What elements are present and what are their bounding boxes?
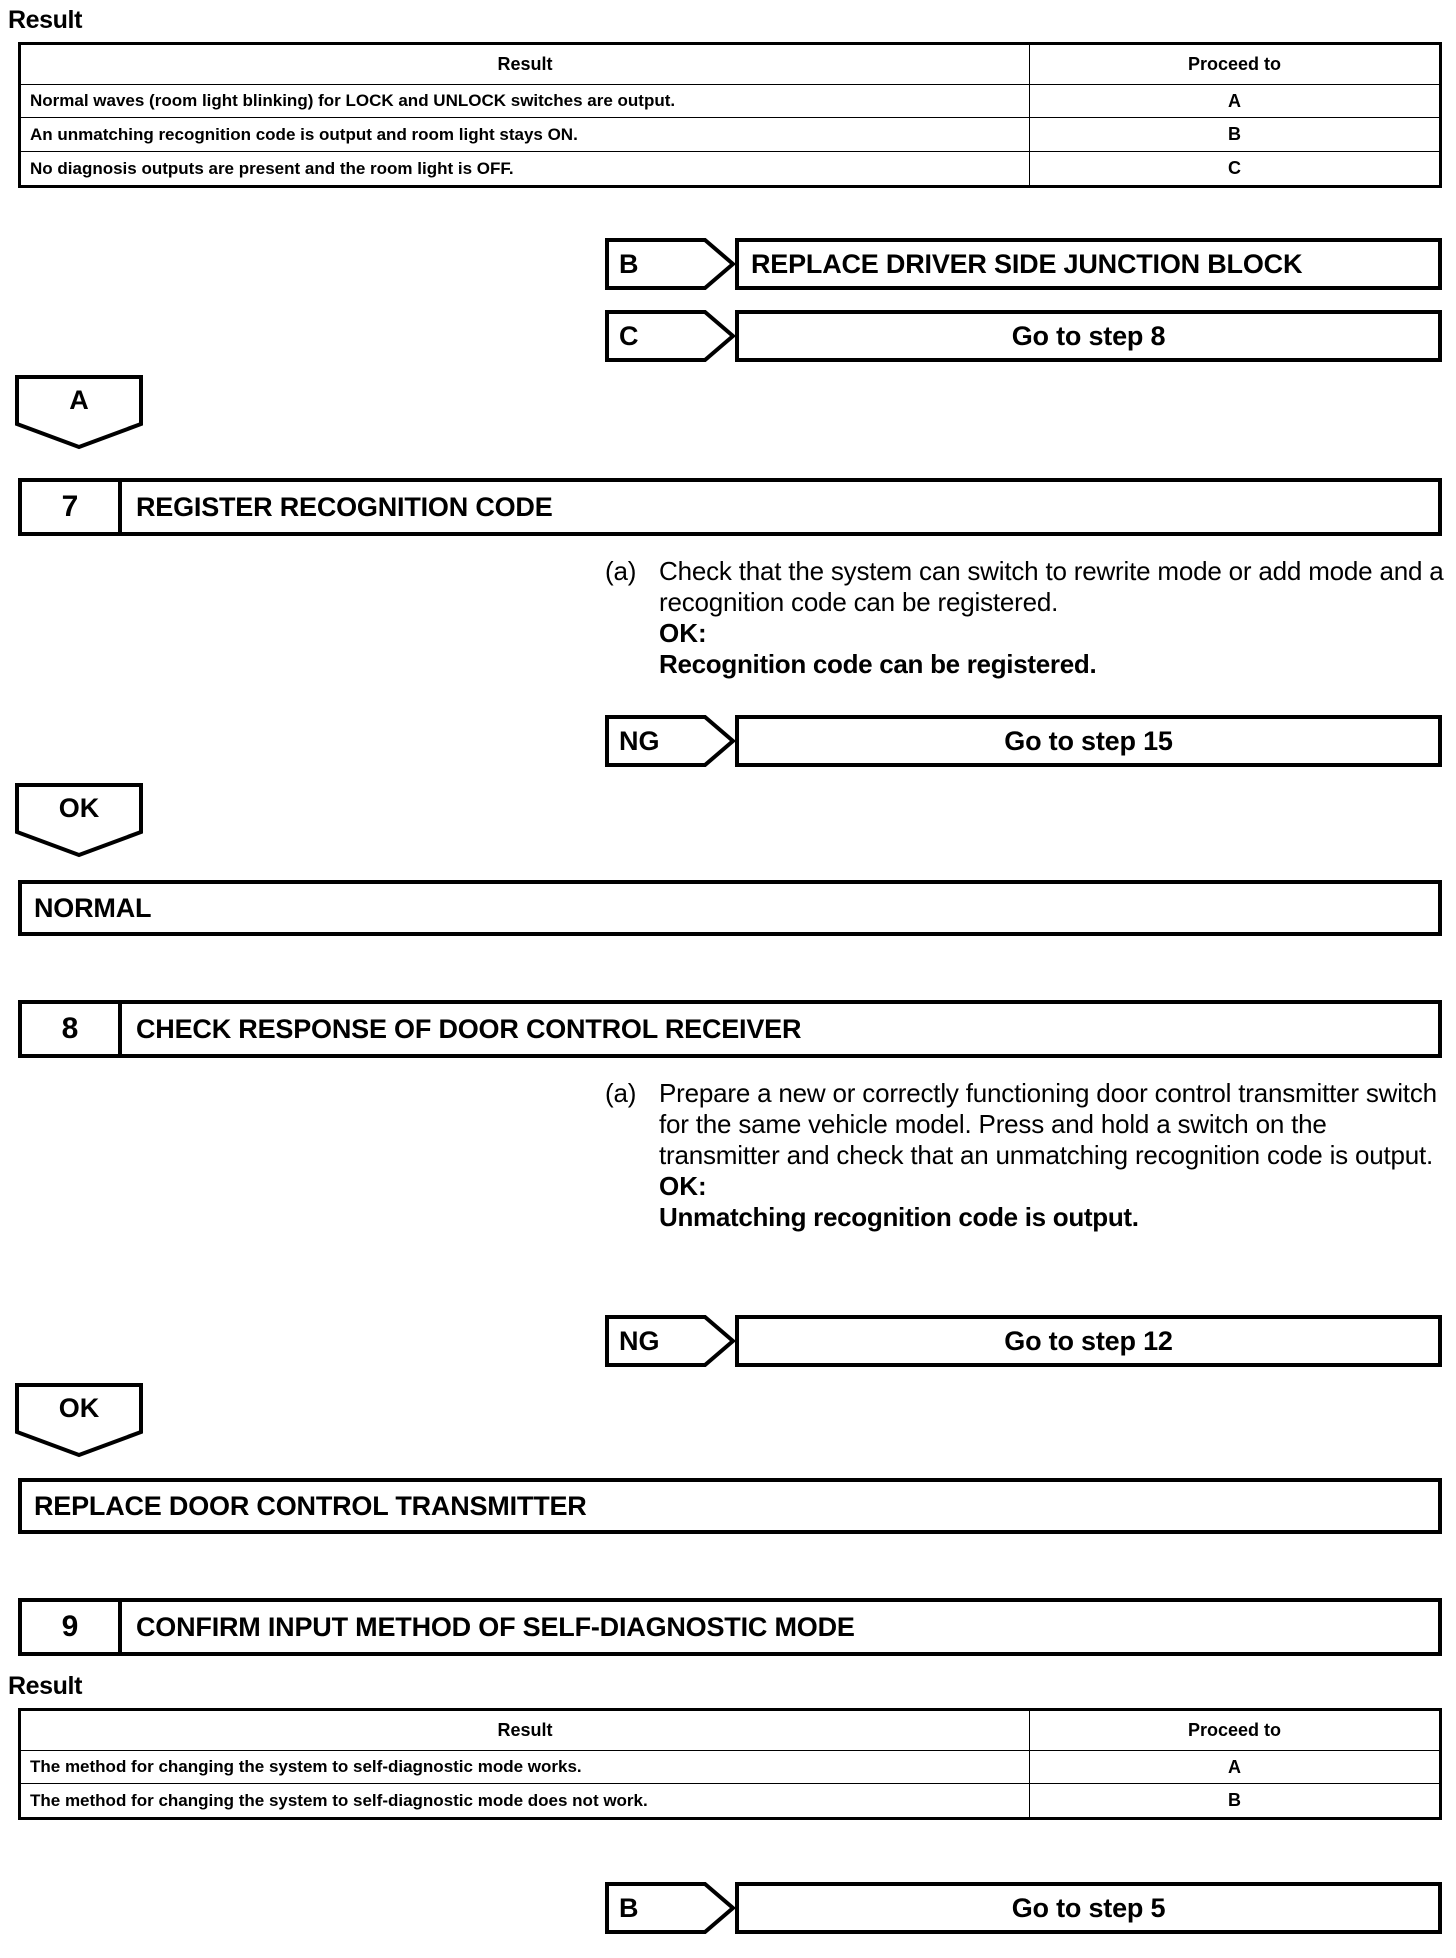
step-7-instructions: (a) Check that the system can switch to … [605, 556, 1445, 680]
step-9-header: 9 CONFIRM INPUT METHOD OF SELF-DIAGNOSTI… [18, 1598, 1442, 1656]
connector-label: OK [58, 792, 100, 823]
table-row: No diagnosis outputs are present and the… [19, 151, 1441, 187]
result-description: Normal waves (room light blinking) for L… [19, 83, 1030, 119]
result-proceed-to: A [1029, 83, 1441, 119]
branch-c-go-to-step-8: C Go to step 8 [605, 310, 1442, 362]
branch-target-box: Go to step 15 [735, 715, 1442, 767]
connector-ok-step7: OK [14, 782, 144, 858]
step-8-header: 8 CHECK RESPONSE OF DOOR CONTROL RECEIVE… [18, 1000, 1442, 1058]
connector-ok-step8: OK [14, 1382, 144, 1458]
column-header-proceed-to: Proceed to [1029, 1709, 1441, 1751]
instruction-text: Check that the system can switch to rewr… [659, 556, 1444, 617]
branch-tag-label: NG [619, 1325, 660, 1356]
instruction-item: (a) Check that the system can switch to … [605, 556, 1445, 618]
branch-b-go-to-step-5: B Go to step 5 [605, 1882, 1442, 1934]
step-number: 8 [22, 1004, 122, 1054]
column-header-proceed-to: Proceed to [1029, 43, 1441, 85]
step-7-header: 7 REGISTER RECOGNITION CODE [18, 478, 1442, 536]
table-header-row: Result Proceed to [19, 1709, 1441, 1751]
branch-ng-go-to-step-15: NG Go to step 15 [605, 715, 1442, 767]
column-header-result: Result [19, 43, 1030, 85]
branch-tag-label: C [619, 320, 639, 351]
terminal-normal: NORMAL [18, 880, 1442, 936]
branch-tag-label: NG [619, 725, 660, 756]
ok-label: OK: [659, 1171, 707, 1201]
result-proceed-to: B [1029, 1783, 1441, 1820]
table-row: The method for changing the system to se… [19, 1783, 1441, 1820]
branch-target-box: REPLACE DRIVER SIDE JUNCTION BLOCK [735, 238, 1442, 290]
pentagon-down-icon [15, 783, 143, 858]
pentagon-down-icon [15, 375, 143, 450]
table-row: The method for changing the system to se… [19, 1749, 1441, 1785]
result-description: No diagnosis outputs are present and the… [19, 151, 1030, 187]
ok-criterion: Recognition code can be registered. [659, 649, 1097, 679]
branch-tag-b: B [605, 1882, 735, 1934]
instruction-marker: (a) [605, 556, 637, 586]
table-row: Normal waves (room light blinking) for L… [19, 83, 1441, 119]
branch-tag-b: B [605, 238, 735, 290]
step-title: CONFIRM INPUT METHOD OF SELF-DIAGNOSTIC … [136, 1611, 855, 1642]
branch-tag-label: B [619, 248, 639, 279]
branch-tag-ng: NG [605, 715, 735, 767]
step-number: 9 [22, 1602, 122, 1652]
instruction-item: (a) Prepare a new or correctly functioni… [605, 1078, 1445, 1171]
branch-tag-c: C [605, 310, 735, 362]
branch-target-box: Go to step 12 [735, 1315, 1442, 1367]
step-title: CHECK RESPONSE OF DOOR CONTROL RECEIVER [136, 1013, 802, 1044]
pentagon-down-icon [15, 1383, 143, 1458]
result-table-bottom: Result Proceed to The method for changin… [18, 1708, 1442, 1821]
ok-label: OK: [659, 618, 707, 648]
column-header-result: Result [19, 1709, 1030, 1751]
result-caption-bottom: Result [8, 1672, 83, 1700]
table-header-row: Result Proceed to [19, 43, 1441, 85]
connector-label: A [69, 384, 89, 415]
instruction-text: Prepare a new or correctly functioning d… [659, 1078, 1437, 1170]
step-title: REGISTER RECOGNITION CODE [136, 491, 553, 522]
ok-criterion: Unmatching recognition code is output. [659, 1202, 1139, 1232]
result-proceed-to: B [1029, 117, 1441, 153]
result-caption-top: Result [8, 6, 83, 34]
step-number: 7 [22, 482, 122, 532]
connector-a: A [14, 374, 144, 450]
branch-tag-ng: NG [605, 1315, 735, 1367]
branch-target-box: Go to step 8 [735, 310, 1442, 362]
result-description: An unmatching recognition code is output… [19, 117, 1030, 153]
step-8-instructions: (a) Prepare a new or correctly functioni… [605, 1078, 1445, 1233]
result-table-top: Result Proceed to Normal waves (room lig… [18, 42, 1442, 188]
terminal-replace-door-control-transmitter: REPLACE DOOR CONTROL TRANSMITTER [18, 1478, 1442, 1534]
connector-label: OK [58, 1392, 100, 1423]
branch-b-replace-junction-block: B REPLACE DRIVER SIDE JUNCTION BLOCK [605, 238, 1442, 290]
result-description: The method for changing the system to se… [19, 1783, 1030, 1820]
branch-ng-go-to-step-12: NG Go to step 12 [605, 1315, 1442, 1367]
branch-target-box: Go to step 5 [735, 1882, 1442, 1934]
result-description: The method for changing the system to se… [19, 1749, 1030, 1785]
table-row: An unmatching recognition code is output… [19, 117, 1441, 153]
result-proceed-to: A [1029, 1749, 1441, 1785]
branch-tag-label: B [619, 1892, 639, 1923]
result-proceed-to: C [1029, 151, 1441, 187]
instruction-marker: (a) [605, 1078, 637, 1108]
